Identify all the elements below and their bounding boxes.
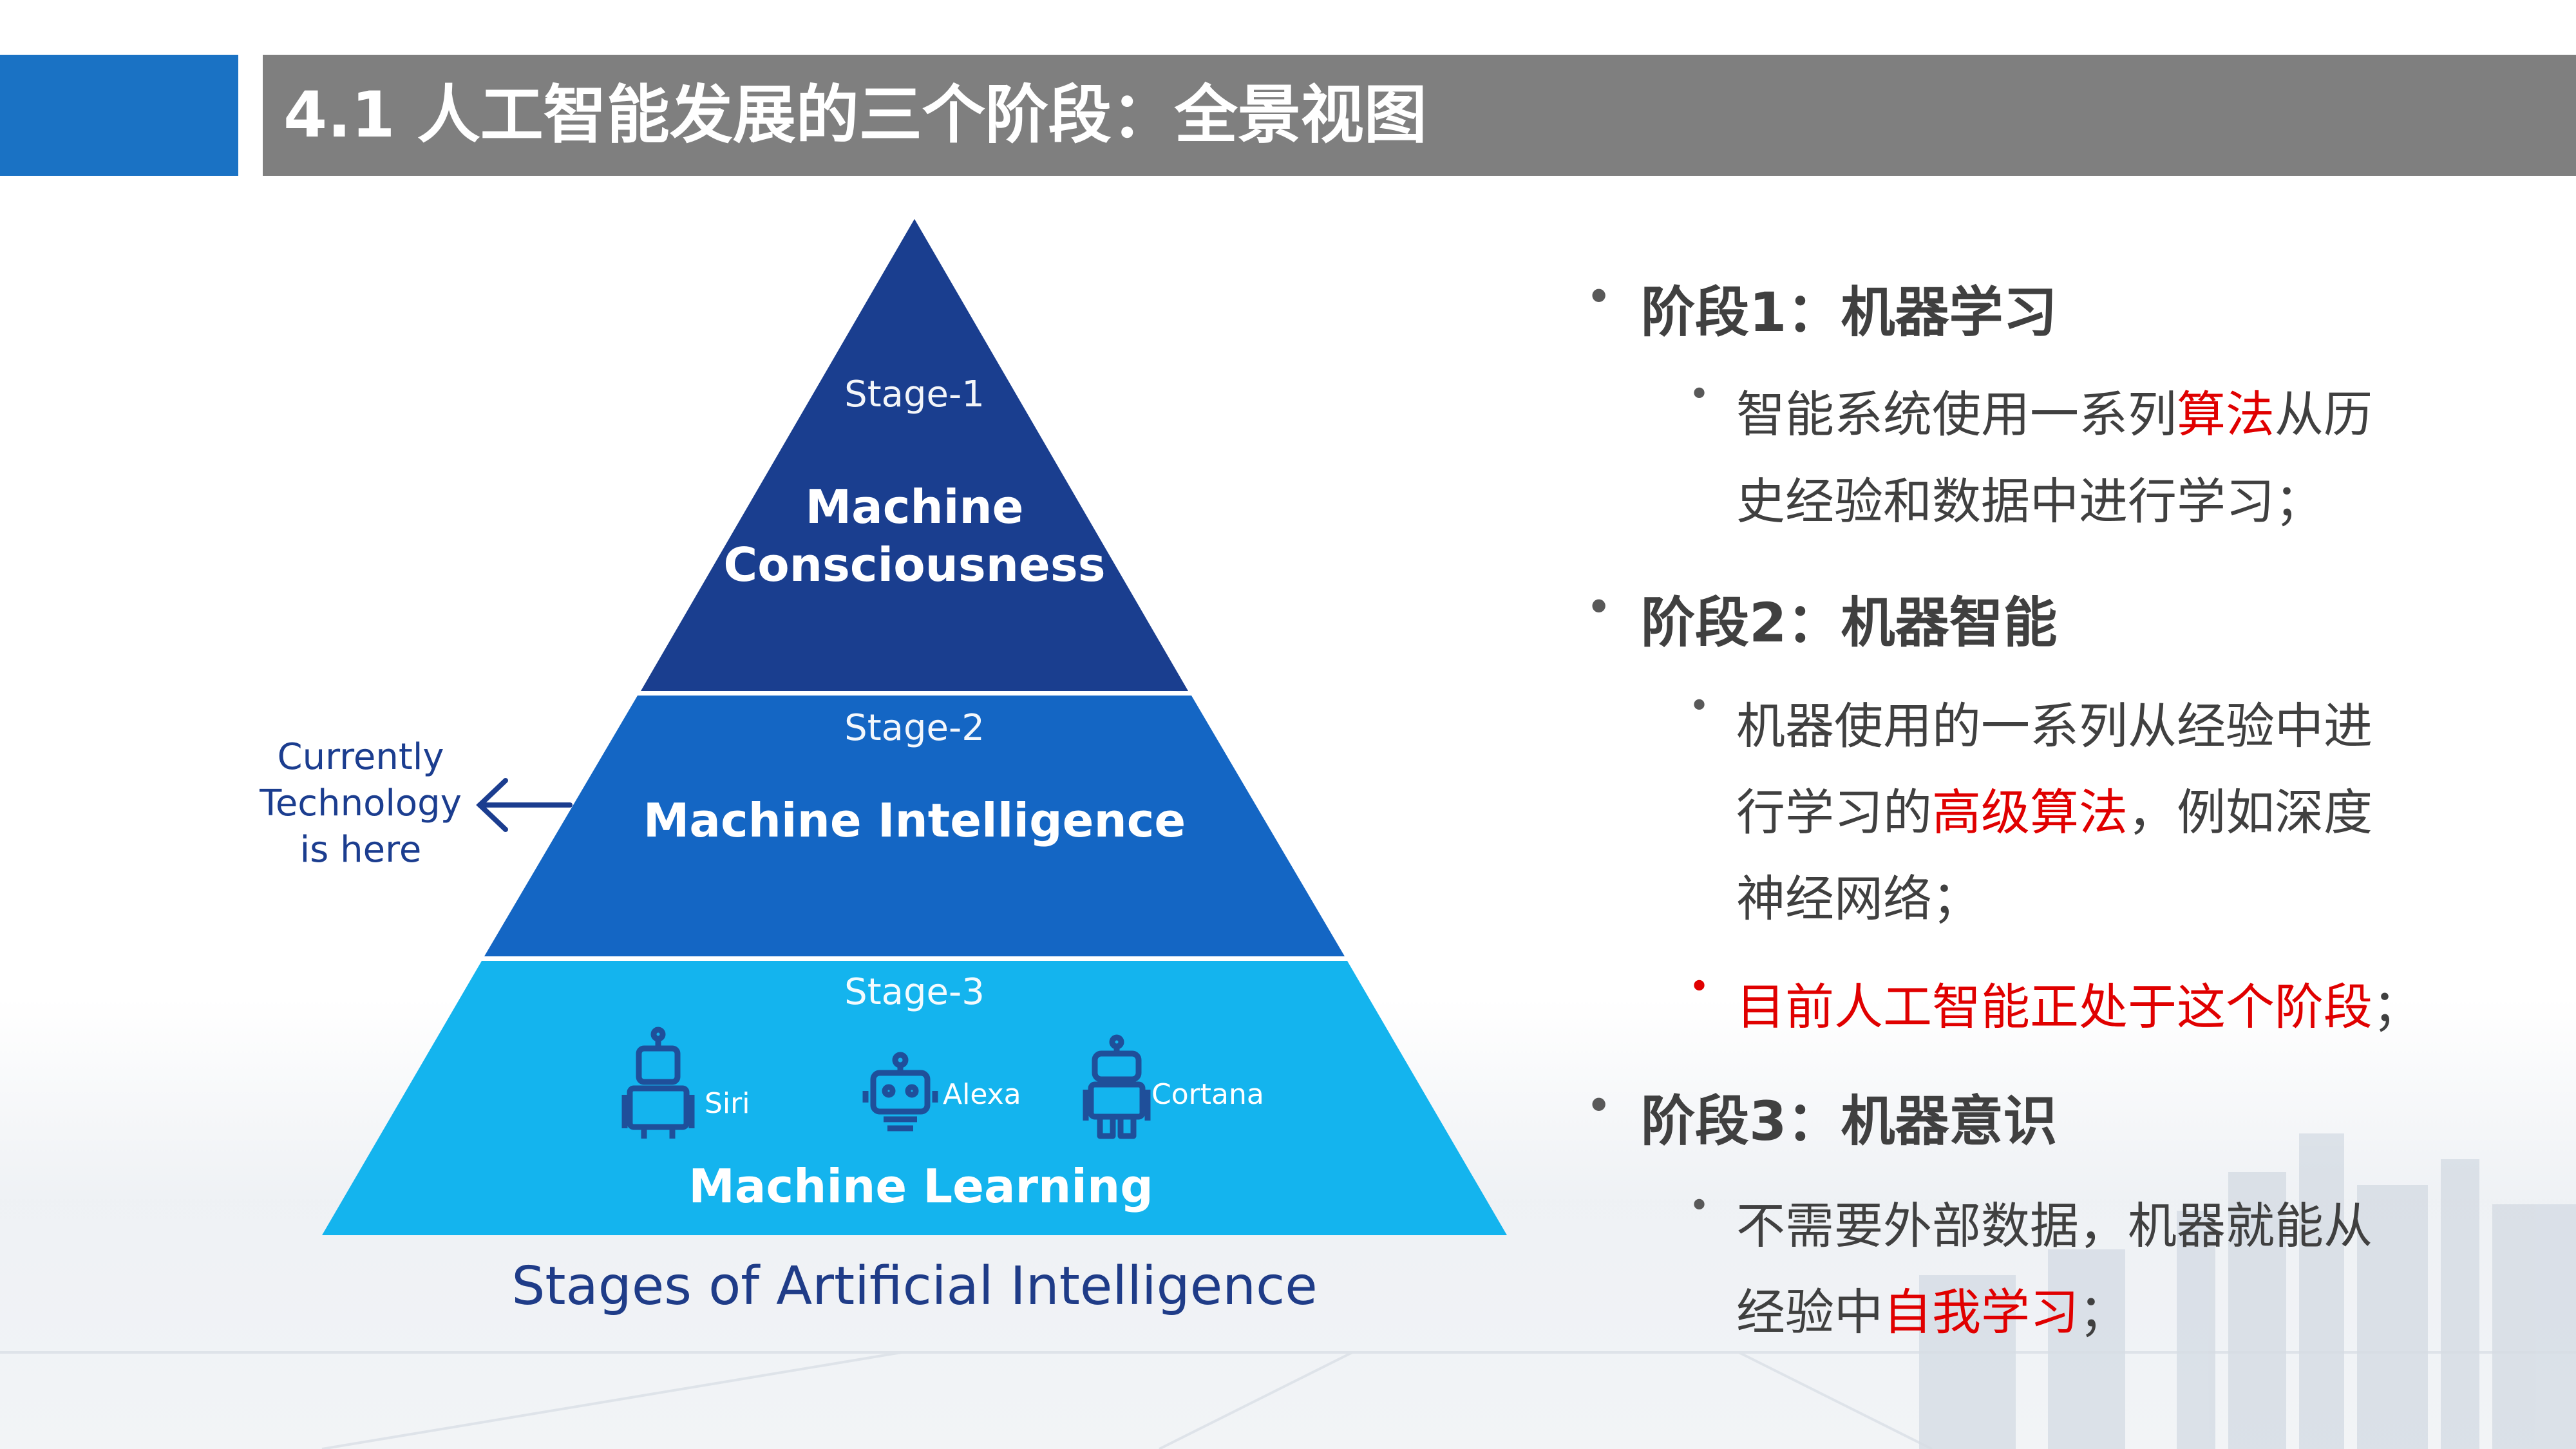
bullet-dot: • [1586,270,1613,323]
robot-icon-siri [621,1027,695,1139]
bullet-dot: • [1586,581,1613,634]
stage-2-desc-line2: 行学习的高级算法，例如深度 [1736,773,2372,844]
header-accent-block [0,55,238,176]
stage-2-desc-highlight: 高级算法 [1932,784,2128,841]
stage-3-name: Machine Learning [688,1159,1153,1213]
stage-3-label: Stage-3 [844,971,985,1013]
assistant-label-alexa: Alexa [943,1078,1021,1111]
current-technology-note: Currently Technology is here [245,734,477,873]
stage-1-heading: 阶段1：机器学习 [1641,281,2058,344]
stage-1-desc-text-b: 从历 [2275,386,2372,443]
stage-2-name: Machine Intelligence [643,793,1186,848]
stage-1-name-line1: Machine [805,480,1024,534]
stage-3-desc-line2: 经验中自我学习； [1736,1273,2128,1343]
robot-icon-cortana [1083,1034,1151,1139]
stage-2-heading: 阶段2：机器智能 [1641,591,2058,654]
stage-1-desc-highlight: 算法 [2177,386,2275,443]
sub-bullet-dot: • [1689,1185,1710,1227]
stage-3-heading: 阶段3：机器意识 [1641,1090,2058,1153]
stage-1-desc-text-a: 智能系统使用一系列 [1736,386,2177,443]
stage-2-current-note: 目前人工智能正处于这个阶段； [1736,967,2421,1038]
assistant-label-cortana: Cortana [1151,1078,1264,1111]
header-bar [263,55,2576,176]
side-note-line2: Technology [260,782,462,824]
stage-2-desc-text-b: ，例如深度 [2128,784,2372,841]
stage-1-desc-line2: 史经验和数据中进行学习； [1736,473,2324,530]
stage-3-desc-text-a: 经验中 [1736,1283,1883,1341]
sub-bullet-dot: • [1689,685,1710,727]
stage-1-name-line2: Consciousness [723,538,1106,592]
pyramid-stage-1 [641,219,1188,691]
stage-1-desc-line1: 智能系统使用一系列算法从历 [1736,375,2372,446]
sub-bullet-dot: • [1689,374,1710,415]
side-note-line1: Currently [277,736,444,778]
pyramid-stage-2 [484,696,1345,956]
stage-2-label: Stage-2 [844,707,985,749]
current-stage-highlight: 目前人工智能正处于这个阶段 [1736,978,2372,1036]
stage-2-desc-line3: 神经网络； [1736,870,1981,927]
assistant-label-siri: Siri [705,1087,750,1120]
stage-2-desc-line1: 机器使用的一系列从经验中进 [1736,697,2372,755]
bullet-dot: • [1586,1079,1613,1132]
current-stage-tail: ； [2372,978,2421,1036]
page-title: 4.1 人工智能发展的三个阶段：全景视图 [283,79,1427,152]
side-note-line3: is here [299,829,422,871]
stage-1-label: Stage-1 [844,374,985,415]
stage-3-desc-line1: 不需要外部数据，机器就能从 [1736,1197,2372,1255]
pyramid-stage-3 [322,961,1507,1235]
sub-bullet-dot-red: • [1689,966,1710,1008]
stage-2-desc-text-a: 行学习的 [1736,784,1932,841]
pyramid-caption: Stages of Artificial Intelligence [511,1256,1318,1317]
stage-3-desc-highlight: 自我学习 [1883,1283,2079,1341]
left-arrow-icon [476,778,573,832]
robot-icon-alexa [862,1052,938,1132]
stage-3-desc-text-b: ； [2079,1283,2128,1341]
